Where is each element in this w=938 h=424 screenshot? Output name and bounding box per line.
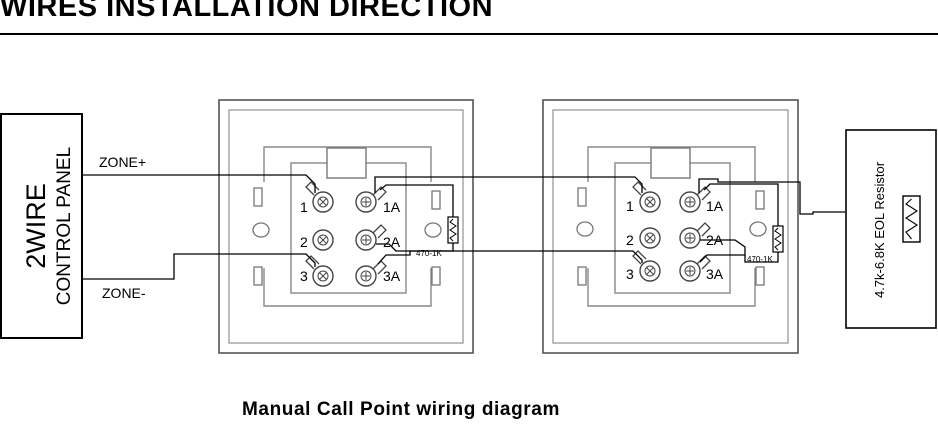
call-point-2-terminal-label-2: 2: [626, 232, 634, 248]
wire-cp1-resistor-loop: [379, 184, 454, 217]
call-point-2-terminal-label-3: 3: [626, 266, 634, 282]
wire-cp2-1a-to-eol: [698, 178, 845, 215]
call-point-1-resistor-label: 470-1K: [416, 249, 442, 258]
call-point-2-left-slot-upper: [577, 187, 587, 207]
call-point-2-terminal-label-1a: 1A: [706, 198, 724, 214]
call-point-1-screw-1: [305, 181, 334, 213]
wire-cp1-1a-to-cp2-1: [374, 176, 643, 193]
call-point-1-right-slot-lower: [431, 266, 441, 286]
call-point-2-resistor: [772, 225, 784, 253]
call-point-2-terminal-label-3a: 3A: [706, 266, 724, 282]
call-point-2-screw-3a: [679, 255, 711, 282]
call-point-2-right-slot-upper: [755, 190, 765, 210]
page-title: WIRES INSTALLATION DIRECTION: [0, 0, 494, 23]
wire-cp1-resistor-return: [376, 243, 454, 252]
wire-zone-plus: [82, 174, 316, 193]
call-point-1-mount-hole-right: [424, 222, 442, 238]
call-point-1-screw-2: [312, 229, 334, 251]
call-point-2-right-slot-lower: [755, 266, 765, 286]
control-panel-box: [0, 113, 83, 339]
call-point-1-left-slot-upper: [253, 187, 263, 207]
zone-plus-label: ZONE+: [99, 154, 146, 170]
call-point-2-mount-hole-right: [749, 221, 767, 237]
eol-resistor-zigzag: [904, 198, 919, 240]
call-point-1-terminal-label-1: 1: [300, 199, 308, 215]
call-point-1-top-tab: [326, 147, 367, 179]
eol-resistor-box: [845, 129, 937, 329]
call-point-2-mount-hole-left: [576, 221, 594, 237]
wire-cp2-3a-to-eol: [699, 254, 745, 263]
diagram-caption: Manual Call Point wiring diagram: [242, 399, 560, 420]
call-point-1-terminal-label-3a: 3A: [383, 268, 401, 284]
call-point-1-inner-frame: [228, 109, 464, 344]
call-point-1-screw-1a: [355, 186, 387, 213]
call-point-1: 1 2 3 1A 2A 3A 470-1K: [218, 99, 474, 354]
eol-resistor: 4.7k-6.8K EOL Resistor: [845, 129, 937, 329]
eol-resistor-label: 4.7k-6.8K EOL Resistor: [872, 161, 887, 298]
call-point-1-screw-3a: [355, 260, 387, 287]
call-point-2-screw-1: [632, 181, 661, 213]
call-point-2-left-slot-lower: [577, 266, 587, 286]
call-point-2-inner-frame: [552, 109, 789, 344]
call-point-1-terminal-label-3: 3: [300, 268, 308, 284]
call-point-2: 1 2 3 1A 2A 3A 470-1K: [542, 99, 799, 354]
call-point-2-outer-frame: [542, 99, 799, 354]
wire-cp1-3a-to-cp2-3: [377, 250, 643, 265]
wire-zone-minus: [82, 253, 316, 280]
call-point-1-resistor: [447, 216, 459, 244]
call-point-1-outer-frame: [218, 99, 474, 354]
wire-cp2-resistor-loop: [703, 183, 779, 226]
call-point-2-terminal-label-1: 1: [626, 198, 634, 214]
control-panel: 2WIRE CONTROL PANEL: [0, 113, 83, 339]
call-point-1-left-slot-lower: [253, 266, 263, 286]
eol-resistor-symbol: [902, 195, 921, 243]
call-point-1-lower-bracket: [263, 268, 432, 307]
call-point-2-resistor-label: 470-1K: [747, 255, 773, 264]
zone-minus-label: ZONE-: [102, 285, 146, 301]
call-point-1-terminal-label-2: 2: [300, 234, 308, 250]
call-point-1-upper-bracket: [263, 146, 432, 182]
control-panel-label-control-panel: CONTROL PANEL: [54, 147, 75, 305]
header-divider: [0, 33, 938, 35]
call-point-1-terminal-label-1a: 1A: [383, 199, 401, 215]
wiring: [82, 174, 845, 280]
call-point-2-lower-bracket: [587, 268, 756, 307]
control-panel-label-2wire: 2WIRE: [21, 183, 51, 269]
call-point-2-screw-1a: [679, 186, 711, 213]
call-point-2-screw-2: [639, 227, 661, 249]
call-point-1-right-slot-upper: [431, 190, 441, 210]
call-point-2-screw-2a: [679, 222, 711, 249]
call-point-2-screw-3: [632, 250, 661, 282]
call-point-2-top-tab: [650, 147, 691, 179]
call-point-1-terminal-label-2a: 2A: [383, 234, 401, 250]
call-point-1-screw-2a: [355, 224, 387, 251]
call-point-1-mount-hole-left: [252, 222, 270, 238]
call-point-2-upper-bracket: [587, 146, 756, 182]
call-point-1-screw-3: [305, 255, 334, 287]
